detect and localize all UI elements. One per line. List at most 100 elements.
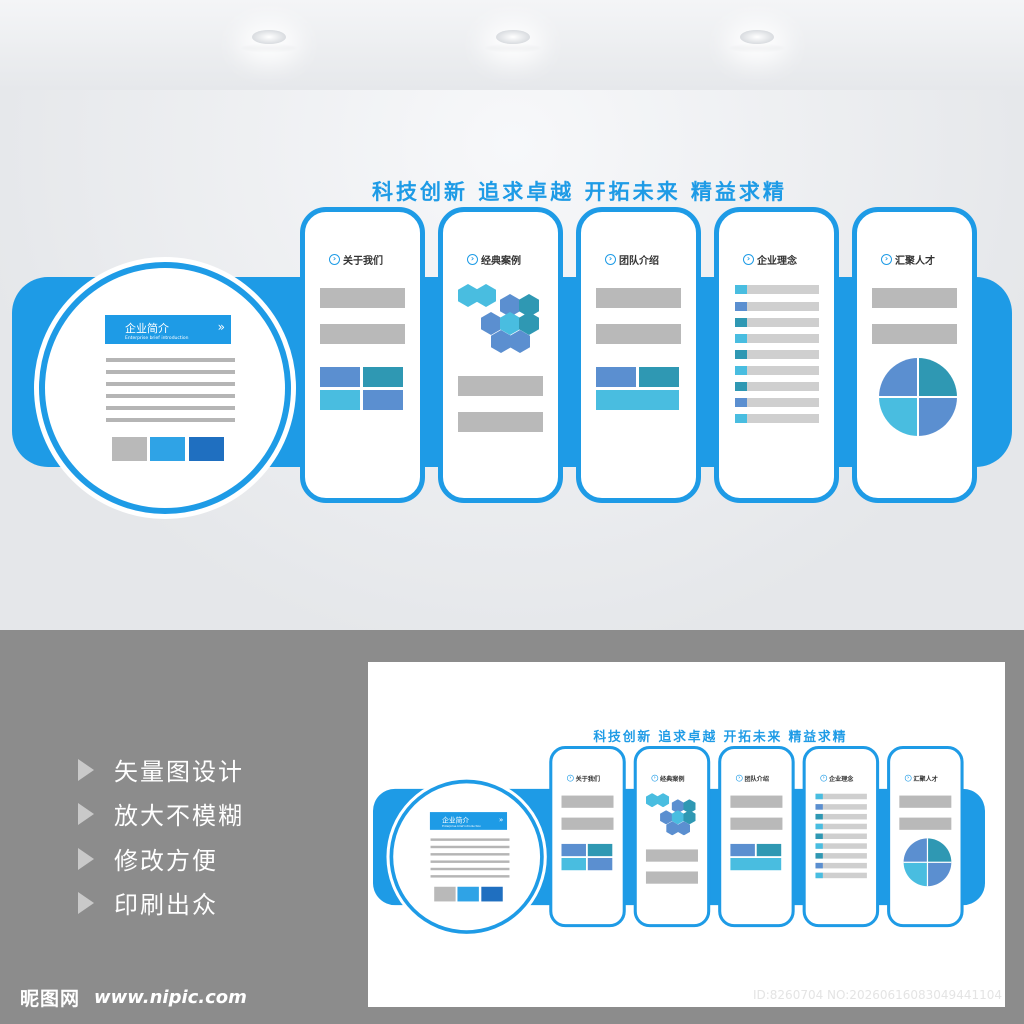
hexagon-icon <box>481 312 501 335</box>
ceiling <box>0 0 1024 90</box>
hexagon-icon <box>519 294 539 317</box>
feature-item: 放大不模糊 <box>78 796 244 831</box>
hexagon-icon <box>458 284 478 307</box>
text-placeholder-line <box>106 370 235 374</box>
play-arrow-icon <box>78 891 94 914</box>
color-tile <box>587 857 613 871</box>
color-block-blue <box>457 886 479 902</box>
color-block-gray <box>112 437 147 461</box>
text-placeholder-bar <box>320 288 405 308</box>
card-header: › 关于我们 <box>329 252 383 267</box>
intro-title-tag: 企业简介 Enterprise brief introduction » <box>105 315 231 344</box>
text-placeholder-line <box>106 358 235 362</box>
spotlight-shadow <box>484 43 542 53</box>
color-tile-wide <box>596 390 679 410</box>
pie-divider <box>917 358 919 436</box>
card-team: › 团队介绍 <box>718 746 795 928</box>
intro-subtitle: Enterprise brief introduction <box>125 336 189 341</box>
hexagon-icon <box>666 821 679 836</box>
feature-label: 放大不模糊 <box>114 802 244 830</box>
intro-subtitle: Enterprise brief introduction <box>442 824 482 829</box>
card-title: 经典案例 <box>481 256 521 267</box>
text-placeholder-bar <box>320 324 405 344</box>
brand-url[interactable]: www.nipic.com <box>94 987 247 1008</box>
color-tile <box>363 367 403 387</box>
text-placeholder-bar <box>730 817 783 830</box>
card-title: 关于我们 <box>343 256 383 267</box>
feature-item: 矢量图设计 <box>78 752 244 787</box>
card-title: 企业理念 <box>757 256 797 267</box>
card-about-us: › 关于我们 <box>549 746 626 928</box>
play-arrow-icon <box>78 802 94 825</box>
text-placeholder-bar <box>730 795 783 808</box>
hexagon-icon <box>519 312 539 335</box>
list-row <box>815 804 867 810</box>
text-placeholder-bar <box>899 795 952 808</box>
list-row <box>735 302 819 311</box>
culture-wall-design: 科技创新 追求卓越 开拓未来 精益求精 企业简介 Enterprise brie… <box>373 729 985 966</box>
card-philosophy: › 企业理念 <box>802 746 880 928</box>
feature-item: 修改方便 <box>78 841 218 876</box>
intro-circle: 企业简介 Enterprise brief introduction » <box>34 257 296 519</box>
text-placeholder-bar <box>645 849 698 862</box>
slogan: 科技创新 追求卓越 开拓未来 精益求精 <box>593 729 848 745</box>
list-row <box>815 853 867 859</box>
text-placeholder-line <box>430 875 510 878</box>
design-mini: 科技创新 追求卓越 开拓未来 精益求精 企业简介 Enterprise brie… <box>373 729 993 937</box>
text-placeholder-bar <box>872 288 957 308</box>
play-arrow-icon <box>78 847 94 870</box>
chevron-circle-icon: › <box>651 774 659 782</box>
list-row <box>735 366 819 375</box>
intro-circle-inner: 企业简介 Enterprise brief introduction » <box>393 783 541 931</box>
watermark-id: ID:8260704 NO:20260616083049441104 <box>752 988 1002 1002</box>
list-row <box>815 843 867 849</box>
card-classic-cases: › 经典案例 <box>438 207 563 503</box>
card-title: 关于我们 <box>575 775 601 783</box>
hexagon-icon <box>510 330 530 353</box>
text-placeholder-line <box>106 394 235 398</box>
chevron-circle-icon: › <box>881 254 892 265</box>
culture-wall-design: 科技创新 追求卓越 开拓未来 精益求精 企业简介 Enterprise brie… <box>12 180 1012 567</box>
color-tile <box>639 367 679 387</box>
card-header: › 汇聚人才 <box>881 252 935 267</box>
text-placeholder-bar <box>561 817 614 830</box>
brand[interactable]: 昵图网 www.nipic.com <box>20 984 247 1011</box>
color-tile <box>320 390 360 410</box>
hexagon-icon <box>683 799 696 814</box>
card-classic-cases: › 经典案例 <box>633 746 711 928</box>
chevron-circle-icon: › <box>329 254 340 265</box>
card-talent: › 汇聚人才 <box>887 746 964 928</box>
text-placeholder-line <box>430 867 510 871</box>
hexagon-icon <box>645 793 659 808</box>
feature-label: 矢量图设计 <box>114 758 244 786</box>
text-placeholder-bar <box>561 795 614 808</box>
intro-circle: 企业简介 Enterprise brief introduction » <box>386 776 547 937</box>
spotlight-shadow <box>240 43 298 53</box>
color-block-blue <box>150 437 185 461</box>
list-row <box>735 350 819 359</box>
chevron-circle-icon: › <box>743 254 754 265</box>
card-title: 企业理念 <box>828 775 854 783</box>
chevron-circle-icon: › <box>567 774 574 782</box>
brand-name: 昵图网 <box>20 988 81 1010</box>
chevron-circle-icon: › <box>605 254 616 265</box>
hexagon-icon <box>683 810 696 825</box>
text-placeholder-bar <box>899 817 952 830</box>
chevron-circle-icon: › <box>735 774 743 782</box>
hexagon-icon <box>671 810 684 825</box>
color-tile <box>587 843 613 857</box>
list-row <box>735 398 819 407</box>
text-placeholder-line <box>430 853 510 856</box>
card-header: › 团队介绍 <box>735 774 769 783</box>
color-tile <box>363 390 403 410</box>
list-row <box>735 285 819 294</box>
list-row <box>815 813 867 820</box>
text-placeholder-line <box>106 418 235 422</box>
list-row <box>815 823 867 830</box>
color-tile <box>756 843 782 857</box>
card-header: › 汇聚人才 <box>904 774 938 783</box>
text-placeholder-line <box>106 406 235 410</box>
card-title: 汇聚人才 <box>913 775 938 783</box>
card-header: › 经典案例 <box>651 774 685 783</box>
card-team: › 团队介绍 <box>576 207 701 503</box>
